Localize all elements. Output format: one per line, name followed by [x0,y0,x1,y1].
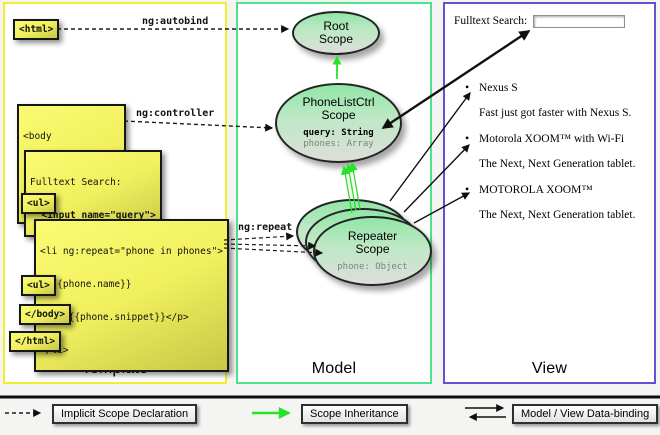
scope-prop-phones: phones: Array [303,139,374,149]
html-close-tag-box: </html> [9,331,62,352]
scope-name: Root [323,19,349,33]
phone-title-row: • Motorola XOOM™ with Wi-Fi [465,131,635,146]
ul-open-tag-box: <ul> [21,193,56,214]
phone-title: Motorola XOOM™ with Wi-Fi [479,133,625,145]
code-line: <input name="query"> [30,210,156,221]
code-line: </li> [40,345,223,356]
scope-name: PhoneListCtrl [302,95,375,109]
phone-list: • Nexus S Fast just got faster with Nexus… [465,80,635,233]
ng-controller-label: ng:controller [136,108,215,119]
ul-close-tag-box: <ul> [21,275,56,296]
scope-prop-phone: phone: Object [337,261,408,272]
legend-scope-inheritance-box: Scope Inheritance [301,404,408,424]
ng-autobind-label: ng:autobind [142,16,209,27]
legend-implicit-scope-box: Implicit Scope Declaration [52,404,198,424]
view-column-label: View [531,360,568,377]
body-close-tag-box: </body> [19,304,72,325]
phone-title-row: • MOTOROLA XOOM™ [465,182,635,197]
phone-item: • Motorola XOOM™ with Wi-Fi The Next, Nex… [465,131,635,171]
bullet-icon: • [465,131,470,145]
model-column-label: Model [311,360,357,377]
phone-snippet: The Next, Next Generation tablet. [479,158,636,170]
phone-title-row: • Nexus S [465,80,635,95]
scope-name: Repeater [347,228,398,243]
scope-name: Scope [321,108,356,122]
bullet-icon: • [465,182,470,196]
repeater-scope-ellipse-front: Repeater Scope phone: Object [313,216,432,286]
phone-snippet: Fast just got faster with Nexus S. [479,107,632,119]
bullet-icon: • [465,80,470,94]
model-column: Model [236,2,432,384]
phone-title: Nexus S [479,82,518,94]
phonelistctrl-scope-ellipse: PhoneListCtrl Scope query: String phones… [275,83,402,163]
code-line: <li ng:repeat="phone in phones"> [40,246,224,257]
phone-title: MOTOROLA XOOM™ [479,184,593,196]
phone-item: • MOTOROLA XOOM™ The Next, Next Generatio… [465,182,635,222]
phone-item: • Nexus S Fast just got faster with Nexus… [465,80,635,120]
code-line: <body [23,131,52,142]
fulltext-search-input[interactable] [533,15,625,28]
fulltext-search-label: Fulltext Search: [454,15,528,27]
legend-data-binding-box: Model / View Data-binding [512,404,659,424]
code-line: {{phone.name}} [40,279,132,290]
li-repeat-code-box: <li ng:repeat="phone in phones"> {{phone… [34,219,230,372]
root-scope-ellipse: Root Scope [292,11,380,55]
code-line: <p>{{phone.snippet}}</p> [40,312,189,323]
phone-snippet: The Next, Next Generation tablet. [479,209,636,221]
scope-name: Scope [355,241,390,256]
html-open-tag-box: <html> [13,19,60,40]
scope-name: Scope [318,32,354,46]
scope-prop-query: query: String [303,128,374,138]
ng-repeat-label: ng:repeat [238,222,293,233]
code-line: Fulltext Search: [30,177,122,188]
